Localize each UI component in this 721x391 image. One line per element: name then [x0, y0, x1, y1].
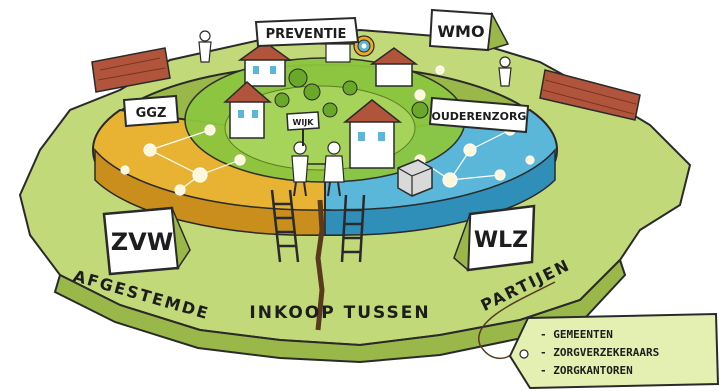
house-4	[369, 47, 419, 87]
house-1	[237, 41, 293, 87]
ladder-left	[270, 189, 300, 263]
sign-wmo: WMO	[428, 8, 510, 52]
person-top-left	[198, 30, 212, 63]
house-3	[342, 99, 403, 169]
sign-ouderenzorg: OUDERENZORG	[428, 96, 530, 134]
brick-wall-left	[91, 47, 171, 93]
person-top-right	[498, 56, 512, 87]
brick-wall-right	[539, 69, 641, 121]
target-logo-icon	[353, 35, 375, 57]
platform-crack	[315, 199, 325, 331]
ladder-right	[340, 194, 366, 263]
sign-wlz-label: WLZ	[474, 228, 528, 253]
tag-item-2: - ZORGVERZEKERAARS	[540, 346, 659, 359]
tag: - GEMEENTEN - ZORGVERZEKERAARS - ZORGKAN…	[508, 312, 720, 390]
sign-zvw-label: ZVW	[111, 228, 173, 256]
sign-ggz-label: GGZ	[136, 106, 167, 121]
tag-item-1: - GEMEENTEN	[540, 328, 613, 341]
rim-text-inkoop-tussen: INKOOP TUSSEN	[249, 303, 430, 323]
sign-ggz: GGZ	[122, 94, 180, 128]
sign-preventie-label: PREVENTIE	[266, 27, 347, 42]
sign-wijk: WIJK	[286, 111, 320, 146]
sign-wlz: WLZ	[453, 204, 536, 272]
house-2	[223, 80, 273, 139]
tag-hole-icon	[519, 349, 529, 359]
person-right	[308, 141, 345, 197]
tag-string	[477, 281, 556, 360]
tag-item-3: - ZORGKANTOREN	[540, 364, 633, 377]
trees	[274, 68, 429, 119]
sign-wijk-label: WIJK	[293, 118, 315, 127]
sign-zvw: ZVW	[102, 206, 191, 276]
sign-ouderenzorg-label: OUDERENZORG	[432, 110, 527, 123]
sign-wmo-label: WMO	[437, 22, 484, 41]
sign-preventie: PREVENTIE	[254, 16, 360, 48]
cube-box	[397, 159, 433, 197]
